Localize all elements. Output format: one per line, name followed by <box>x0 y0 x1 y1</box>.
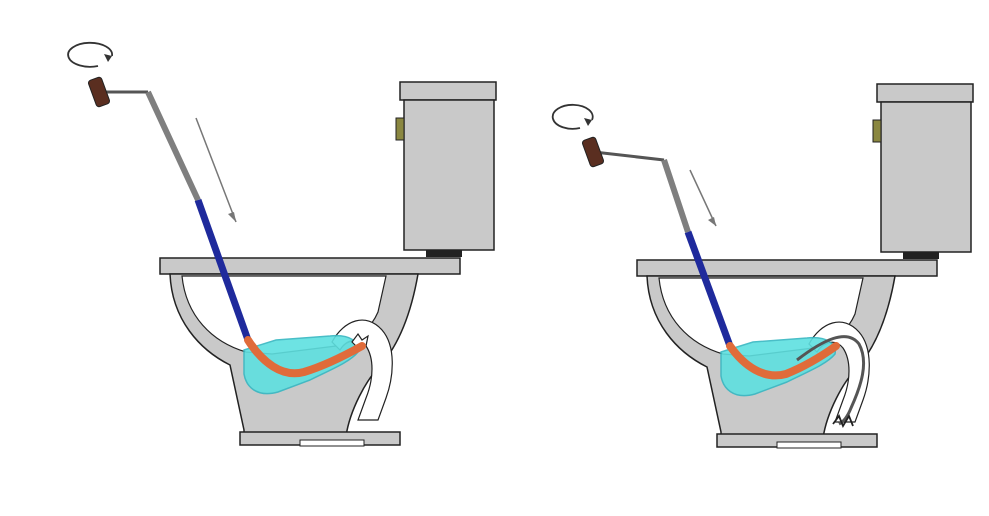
insert-direction-arrow <box>689 169 717 227</box>
insert-direction-arrowhead <box>708 217 716 226</box>
auger-handle <box>87 76 111 108</box>
rotation-arrow-icon <box>551 103 594 130</box>
auger-right <box>551 103 840 380</box>
auger-cable-coil <box>832 413 854 429</box>
panel-left <box>159 81 497 447</box>
auger-tip <box>244 336 366 378</box>
auger-sleeve <box>684 230 734 348</box>
rotation-arrowhead <box>104 54 112 62</box>
auger-tip <box>726 342 840 380</box>
panel-right <box>636 83 974 449</box>
auger-shaft <box>145 90 201 202</box>
auger-handle <box>581 136 605 168</box>
auger-cable-in-trap <box>796 335 866 426</box>
water <box>243 334 359 395</box>
insert-direction-arrowhead <box>228 212 236 222</box>
auger-left <box>67 41 366 378</box>
auger-sleeve <box>194 198 252 342</box>
insert-direction-arrow <box>195 117 237 223</box>
auger-crank <box>593 150 665 162</box>
rotation-arrow-icon <box>67 41 113 68</box>
auger-shaft <box>661 159 691 233</box>
rotation-arrowhead <box>584 118 592 126</box>
